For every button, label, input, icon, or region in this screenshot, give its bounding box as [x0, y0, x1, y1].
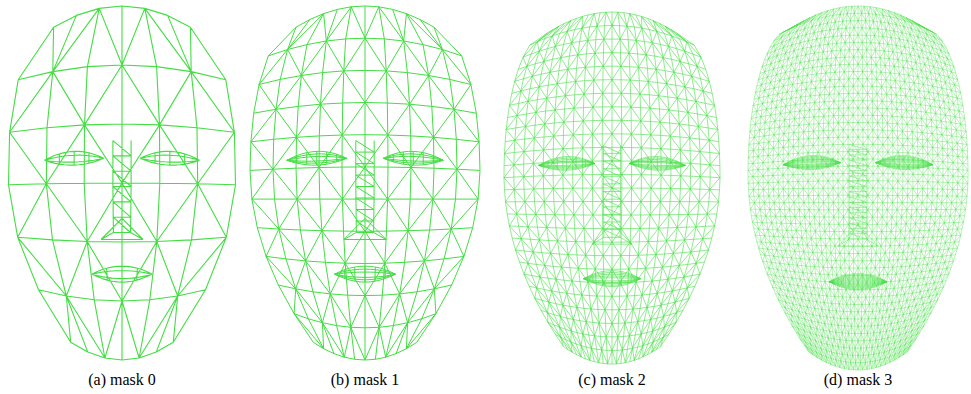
face-mesh: [250, 6, 480, 360]
face-mesh: [748, 6, 968, 370]
face-mesh: [504, 12, 720, 364]
subfigure-caption: (d) mask 3: [824, 370, 892, 390]
subfigure-caption: (b) mask 1: [331, 370, 399, 390]
face-mesh: [9, 6, 236, 360]
subfigure-caption: (a) mask 0: [88, 370, 156, 390]
subfigure-caption: (c) mask 2: [578, 370, 646, 390]
